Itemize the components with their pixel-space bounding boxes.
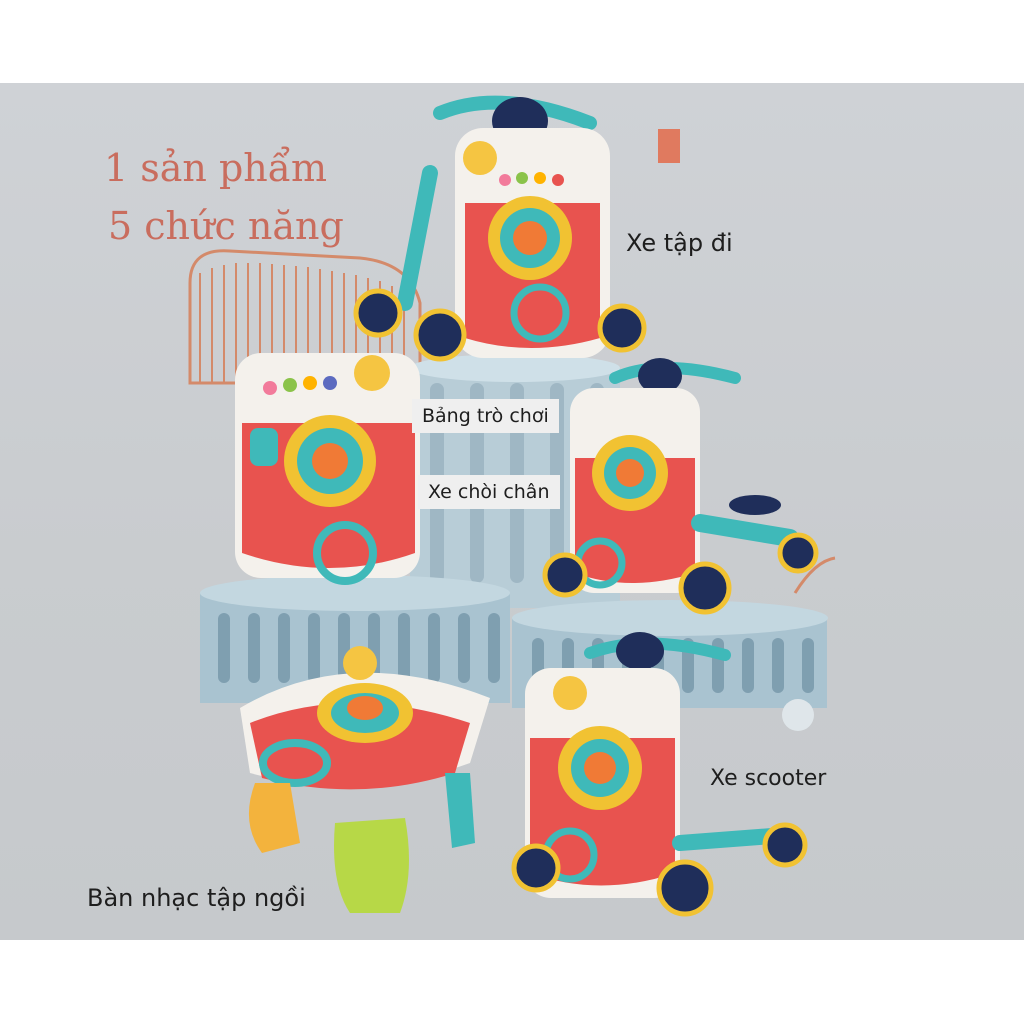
decorative-mark [658, 129, 680, 163]
toy-illustration [188, 95, 836, 917]
toy-sitting-table [240, 646, 490, 913]
headline: 1 sản phẩm 5 chức năng [104, 139, 344, 255]
toy-ride-on [542, 358, 819, 615]
label-activity-board: Bảng trò chơi [412, 399, 559, 433]
ball [782, 699, 814, 731]
label-sitting-table: Bàn nhạc tập ngồi [87, 884, 306, 912]
product-photo: 1 sản phẩm 5 chức năng Xe tập đi Bảng tr… [0, 83, 1024, 940]
label-ride-on: Xe chòi chân [418, 475, 560, 509]
arch-fragment [793, 556, 836, 594]
headline-line-1: 1 sản phẩm [104, 146, 328, 190]
toy-walker [353, 95, 647, 362]
toy-scooter [511, 632, 808, 917]
headline-line-2: 5 chức năng [108, 204, 344, 248]
toy-activity-board [235, 353, 420, 585]
label-walker: Xe tập đi [626, 229, 733, 257]
label-scooter: Xe scooter [710, 766, 827, 791]
